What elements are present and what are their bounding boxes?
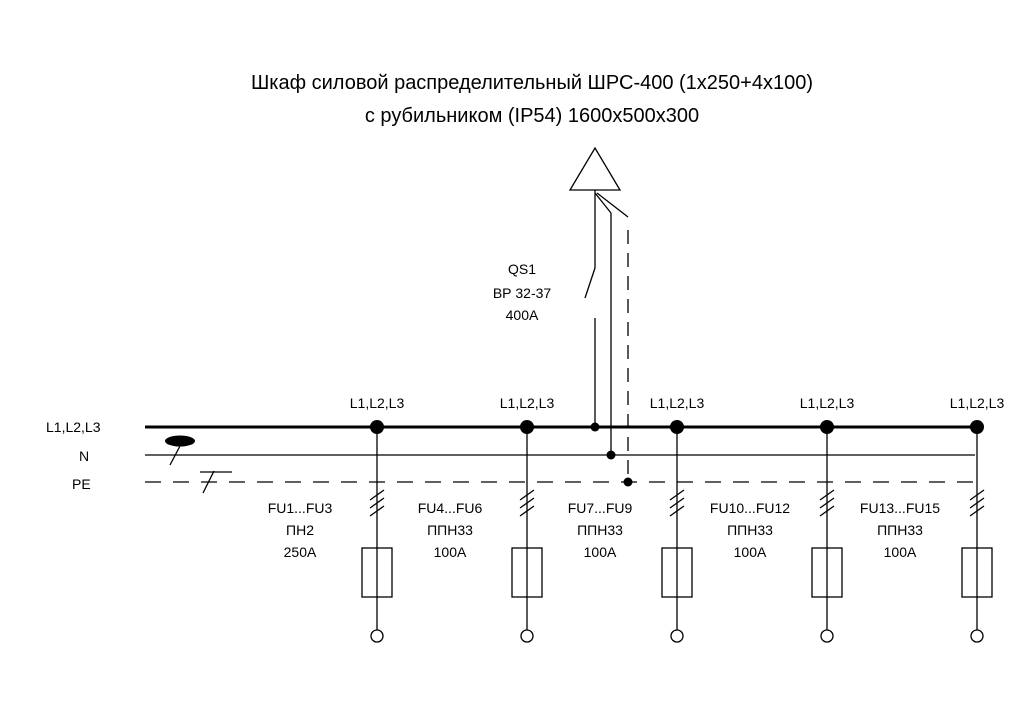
- three-phase-tick: [369, 489, 385, 501]
- feeder-phase-label: L1,L2,L3: [950, 395, 1005, 411]
- three-phase-tick: [519, 505, 535, 517]
- fuse-rating: 100А: [584, 544, 617, 560]
- pe-bus-label: PE: [72, 476, 91, 492]
- switch-type: ВР 32-37: [493, 285, 552, 301]
- fuse-type: ПН2: [286, 522, 314, 538]
- fuse-rating: 100А: [434, 544, 467, 560]
- incoming-supply-icon: [568, 146, 622, 191]
- neutral-bus-label: N: [79, 448, 89, 464]
- fuse-reference: FU4...FU6: [418, 500, 483, 516]
- three-phase-tick: [819, 505, 835, 517]
- three-phase-tick: [669, 497, 685, 509]
- three-phase-tick: [819, 489, 835, 501]
- incoming-conductors: [584, 190, 629, 482]
- phase-bus-label: L1,L2,L3: [46, 419, 101, 435]
- switch-rating: 400А: [506, 307, 539, 323]
- terminal-icon: [370, 629, 384, 643]
- three-phase-tick: [669, 489, 685, 501]
- three-phase-tick: [819, 497, 835, 509]
- fuse-reference: FU13...FU15: [860, 500, 940, 516]
- three-phase-tick: [369, 497, 385, 509]
- fuse-type: ППН33: [427, 522, 473, 538]
- neutral-tick: [169, 445, 181, 466]
- feeder-phase-label: L1,L2,L3: [500, 395, 555, 411]
- fuse-reference: FU10...FU12: [710, 500, 790, 516]
- three-phase-tick: [969, 489, 985, 501]
- junction-dot: [623, 477, 633, 487]
- switch-designation: QS1: [508, 261, 536, 277]
- junction-dot: [590, 422, 600, 432]
- title-line-1: Шкаф силовой распределительный ШРС-400 (…: [251, 72, 813, 94]
- fuse-reference: FU1...FU3: [268, 500, 333, 516]
- three-phase-tick: [519, 497, 535, 509]
- fuse-type: ППН33: [577, 522, 623, 538]
- fuse-type: ППН33: [727, 522, 773, 538]
- terminal-icon: [820, 629, 834, 643]
- fuse-type: ППН33: [877, 522, 923, 538]
- feeder-phase-label: L1,L2,L3: [800, 395, 855, 411]
- three-phase-tick: [969, 497, 985, 509]
- fuse-reference: FU7...FU9: [568, 500, 633, 516]
- terminal-icon: [520, 629, 534, 643]
- feeder-phase-label: L1,L2,L3: [350, 395, 405, 411]
- neutral-mark-icon: [165, 435, 195, 447]
- three-phase-tick: [669, 505, 685, 517]
- fuse-rating: 100А: [884, 544, 917, 560]
- three-phase-tick: [519, 489, 535, 501]
- title-line-2: с рубильником (IP54) 1600х500х300: [365, 105, 699, 127]
- three-phase-tick: [369, 505, 385, 517]
- pe-tick-icon: [202, 470, 215, 494]
- terminal-icon: [670, 629, 684, 643]
- switch-blade: [584, 267, 596, 299]
- junction-dot: [606, 450, 616, 460]
- three-phase-tick: [969, 505, 985, 517]
- fuse-rating: 100А: [734, 544, 767, 560]
- terminal-icon: [970, 629, 984, 643]
- fuse-rating: 250А: [284, 544, 317, 560]
- feeder-phase-label: L1,L2,L3: [650, 395, 705, 411]
